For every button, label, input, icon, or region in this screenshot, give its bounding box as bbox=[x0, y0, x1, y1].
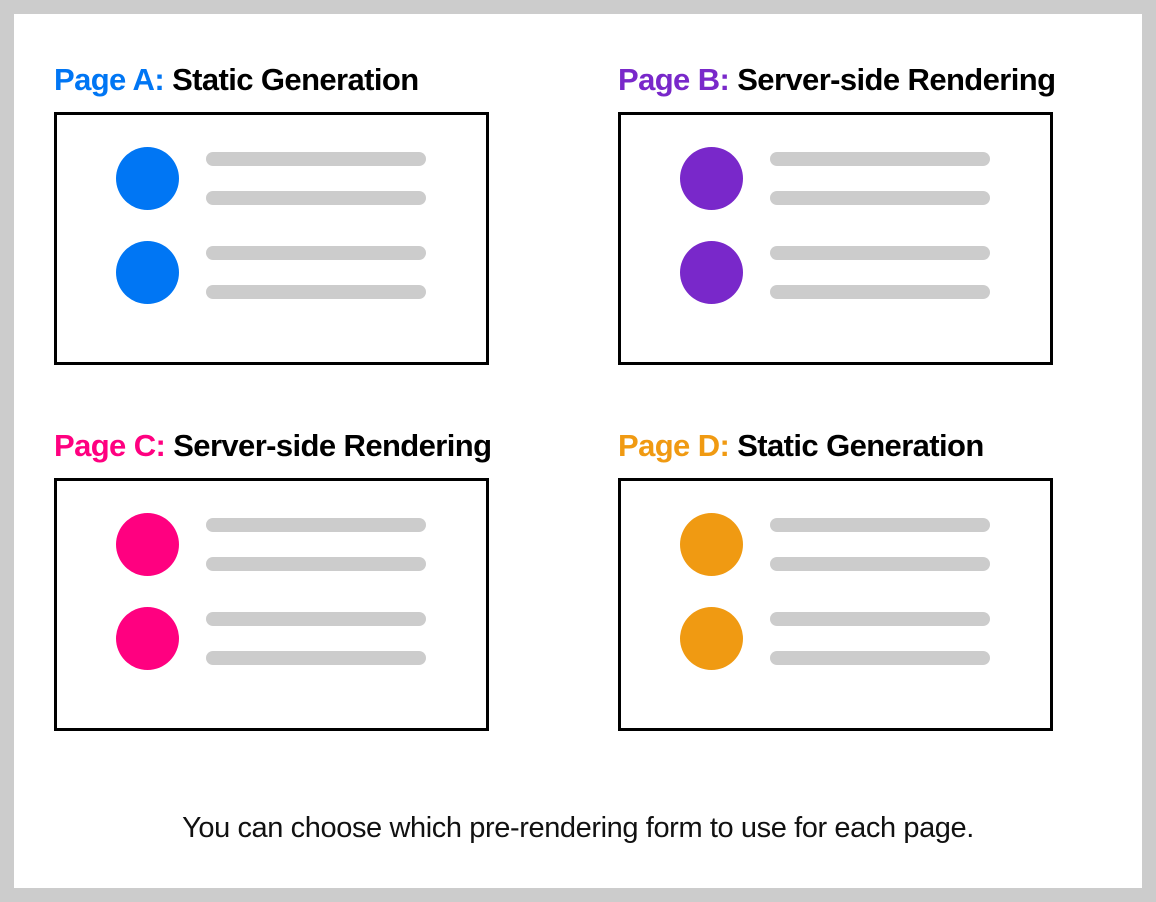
placeholder-lines bbox=[770, 246, 990, 299]
page-card-d bbox=[618, 478, 1053, 731]
page-label-d: Page D: bbox=[618, 428, 730, 463]
page-block-b: Page B: Server-side Rendering bbox=[618, 62, 1059, 365]
placeholder-lines bbox=[770, 518, 990, 571]
page-label-c: Page C: bbox=[54, 428, 166, 463]
placeholder-line bbox=[206, 285, 426, 299]
placeholder-line bbox=[206, 191, 426, 205]
placeholder-line bbox=[206, 557, 426, 571]
page-mode-c: Server-side Rendering bbox=[173, 428, 492, 463]
page-grid: Page A: Static Generation bbox=[14, 14, 1142, 888]
card-rows-a bbox=[57, 115, 486, 362]
circle-avatar-icon bbox=[116, 607, 179, 670]
placeholder-lines bbox=[206, 612, 426, 665]
placeholder-line bbox=[770, 191, 990, 205]
card-row bbox=[680, 241, 990, 304]
page-heading-d: Page D: Static Generation bbox=[618, 428, 1059, 464]
page-block-d: Page D: Static Generation bbox=[618, 428, 1059, 731]
diagram-caption: You can choose which pre-rendering form … bbox=[182, 812, 974, 844]
page-heading-b: Page B: Server-side Rendering bbox=[618, 62, 1059, 98]
placeholder-line bbox=[770, 285, 990, 299]
page-heading-c: Page C: Server-side Rendering bbox=[54, 428, 495, 464]
circle-avatar-icon bbox=[680, 241, 743, 304]
card-row bbox=[116, 513, 426, 576]
page-mode-b: Server-side Rendering bbox=[737, 62, 1056, 97]
circle-avatar-icon bbox=[680, 607, 743, 670]
diagram-canvas: Page A: Static Generation bbox=[14, 14, 1142, 888]
page-card-a bbox=[54, 112, 489, 365]
placeholder-lines bbox=[770, 152, 990, 205]
page-label-a: Page A: bbox=[54, 62, 165, 97]
placeholder-line bbox=[770, 246, 990, 260]
circle-avatar-icon bbox=[680, 147, 743, 210]
placeholder-line bbox=[770, 557, 990, 571]
page-mode-d: Static Generation bbox=[737, 428, 984, 463]
page-block-c: Page C: Server-side Rendering bbox=[54, 428, 495, 731]
placeholder-line bbox=[206, 651, 426, 665]
circle-avatar-icon bbox=[116, 513, 179, 576]
page-block-a: Page A: Static Generation bbox=[54, 62, 495, 365]
placeholder-line bbox=[770, 152, 990, 166]
placeholder-line bbox=[206, 612, 426, 626]
page-card-b bbox=[618, 112, 1053, 365]
page-label-b: Page B: bbox=[618, 62, 730, 97]
page-heading-a: Page A: Static Generation bbox=[54, 62, 495, 98]
page-card-c bbox=[54, 478, 489, 731]
placeholder-lines bbox=[206, 518, 426, 571]
placeholder-lines bbox=[206, 152, 426, 205]
card-row bbox=[116, 241, 426, 304]
card-rows-b bbox=[621, 115, 1050, 362]
placeholder-lines bbox=[206, 246, 426, 299]
card-row bbox=[680, 513, 990, 576]
circle-avatar-icon bbox=[116, 241, 179, 304]
placeholder-line bbox=[770, 518, 990, 532]
card-rows-d bbox=[621, 481, 1050, 728]
card-rows-c bbox=[57, 481, 486, 728]
placeholder-line bbox=[770, 612, 990, 626]
placeholder-line bbox=[770, 651, 990, 665]
circle-avatar-icon bbox=[680, 513, 743, 576]
circle-avatar-icon bbox=[116, 147, 179, 210]
card-row bbox=[680, 147, 990, 210]
placeholder-lines bbox=[770, 612, 990, 665]
card-row bbox=[116, 147, 426, 210]
card-row bbox=[116, 607, 426, 670]
placeholder-line bbox=[206, 518, 426, 532]
placeholder-line bbox=[206, 152, 426, 166]
card-row bbox=[680, 607, 990, 670]
page-mode-a: Static Generation bbox=[172, 62, 419, 97]
placeholder-line bbox=[206, 246, 426, 260]
